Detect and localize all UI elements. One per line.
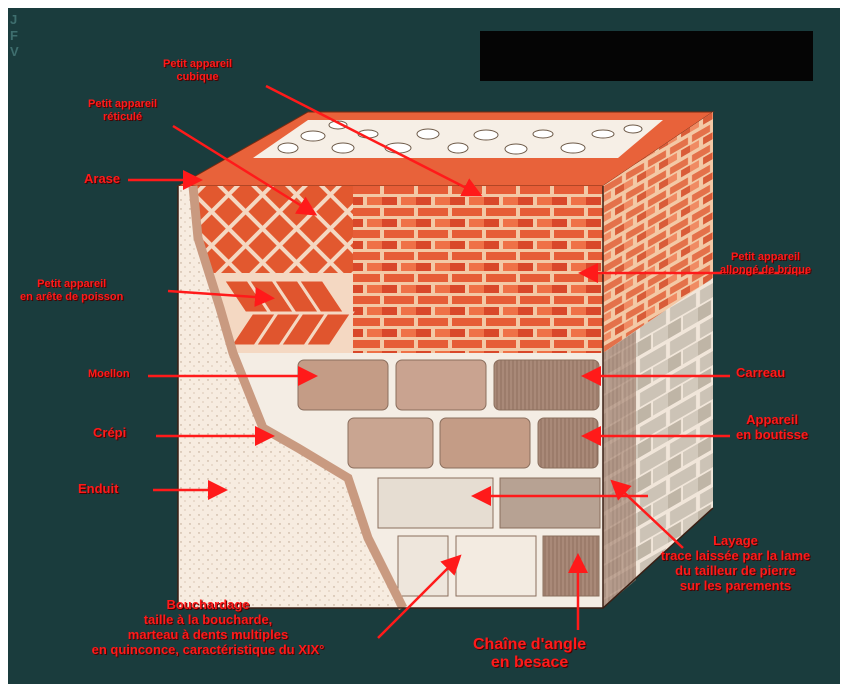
label-layage: Layage trace laissée par la lame du tail…	[633, 534, 838, 594]
diagram-panel: J F V Petit appareil cubique Petit appar…	[8, 8, 840, 684]
label-petit-appareil-brique: Petit appareil allongé de brique	[720, 251, 811, 276]
label-chaine-angle: Chaîne d'angle en besace	[473, 636, 586, 673]
label-petit-appareil-arete: Petit appareil en arête de poisson	[20, 278, 123, 303]
label-carreau: Carreau	[736, 366, 785, 381]
label-enduit: Enduit	[78, 482, 118, 497]
label-bouchardage: Bouchardage taille à la boucharde, marte…	[8, 598, 408, 658]
label-appareil-boutisse: Appareil en boutisse	[736, 413, 808, 443]
label-crepi: Crépi	[93, 426, 126, 441]
label-petit-appareil-cubique: Petit appareil cubique	[163, 58, 232, 83]
label-moellon: Moellon	[88, 368, 130, 381]
watermark-text: J F V	[10, 12, 24, 60]
label-arase: Arase	[84, 172, 120, 187]
label-petit-appareil-reticule: Petit appareil réticulé	[88, 98, 157, 123]
